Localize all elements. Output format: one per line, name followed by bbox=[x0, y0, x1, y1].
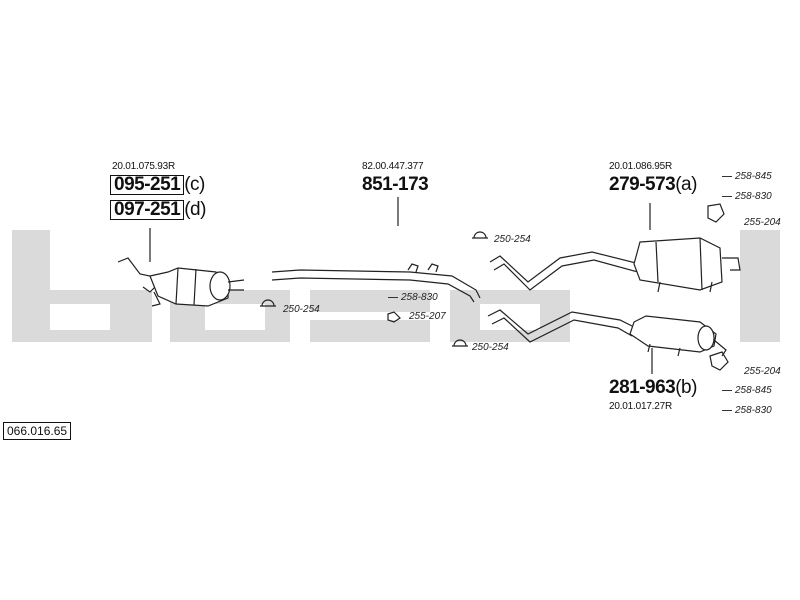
bolt-icon bbox=[722, 389, 732, 391]
front-part-a[interactable]: 095-251(c) bbox=[110, 174, 205, 196]
ra-255-204-label[interactable]: 255-204 bbox=[744, 217, 781, 228]
rb-258-845-label[interactable]: 258-845 bbox=[722, 385, 772, 396]
rb-258-830-text: 258-830 bbox=[735, 405, 772, 416]
bolt-icon bbox=[722, 195, 732, 197]
clamp-mid-top-label[interactable]: 250-254 bbox=[494, 234, 531, 245]
rear-b-ref: 20.01.017.27R bbox=[609, 401, 673, 412]
bosal-watermark bbox=[12, 230, 780, 342]
mid-255-label[interactable]: 255-207 bbox=[409, 311, 446, 322]
middle-ref: 82.00.447.377 bbox=[362, 161, 424, 172]
front-part-b-suffix: (d) bbox=[184, 199, 206, 220]
rb-255-204-label[interactable]: 255-204 bbox=[744, 366, 781, 377]
rb-258-845-text: 258-845 bbox=[735, 385, 772, 396]
rear-a-part-suffix: (a) bbox=[675, 174, 697, 195]
bolt-icon bbox=[722, 409, 732, 411]
hanger-ra-shape bbox=[707, 203, 725, 223]
front-part-b-number[interactable]: 097-251 bbox=[110, 200, 185, 220]
front-pipe-catalyst bbox=[117, 257, 245, 307]
clamp-front-shape bbox=[260, 299, 276, 307]
middle-part-number[interactable]: 851-173 bbox=[362, 174, 429, 195]
clamp-mid-bottom-shape bbox=[452, 339, 468, 347]
ra-258-830-label[interactable]: 258-830 bbox=[722, 191, 772, 202]
clamp-front-label[interactable]: 250-254 bbox=[283, 304, 320, 315]
front-part-a-number[interactable]: 095-251 bbox=[110, 175, 185, 195]
clamp-mid-top-shape bbox=[472, 231, 488, 239]
diagram-number: 066.016.65 bbox=[3, 422, 72, 440]
front-ref: 20.01.075.93R bbox=[112, 161, 176, 172]
middle-pipe bbox=[271, 263, 481, 303]
ra-258-830-text: 258-830 bbox=[735, 191, 772, 202]
mid-258-label[interactable]: 258-830 bbox=[388, 292, 438, 303]
bolt-icon bbox=[722, 175, 732, 177]
rear-a-ref: 20.01.086.95R bbox=[609, 161, 673, 172]
rear-b-part[interactable]: 281-963(b) bbox=[609, 377, 697, 399]
bolt-icon bbox=[388, 296, 398, 298]
hanger-mid-shape bbox=[387, 311, 401, 323]
rear-pipe-a bbox=[489, 237, 741, 293]
clamp-mid-bottom-label[interactable]: 250-254 bbox=[472, 342, 509, 353]
rear-pipe-b bbox=[487, 309, 727, 357]
ra-258-845-text: 258-845 bbox=[735, 171, 772, 182]
ra-258-845-label[interactable]: 258-845 bbox=[722, 171, 772, 182]
rear-b-part-number[interactable]: 281-963 bbox=[609, 377, 676, 398]
hanger-rb-shape bbox=[709, 351, 729, 371]
rear-a-part-number[interactable]: 279-573 bbox=[609, 174, 676, 195]
front-part-a-suffix: (c) bbox=[184, 174, 205, 195]
front-part-b[interactable]: 097-251(d) bbox=[110, 199, 206, 221]
rb-258-830-label[interactable]: 258-830 bbox=[722, 405, 772, 416]
rear-a-part[interactable]: 279-573(a) bbox=[609, 174, 697, 196]
rear-b-part-suffix: (b) bbox=[675, 377, 697, 398]
mid-258-text: 258-830 bbox=[401, 292, 438, 303]
